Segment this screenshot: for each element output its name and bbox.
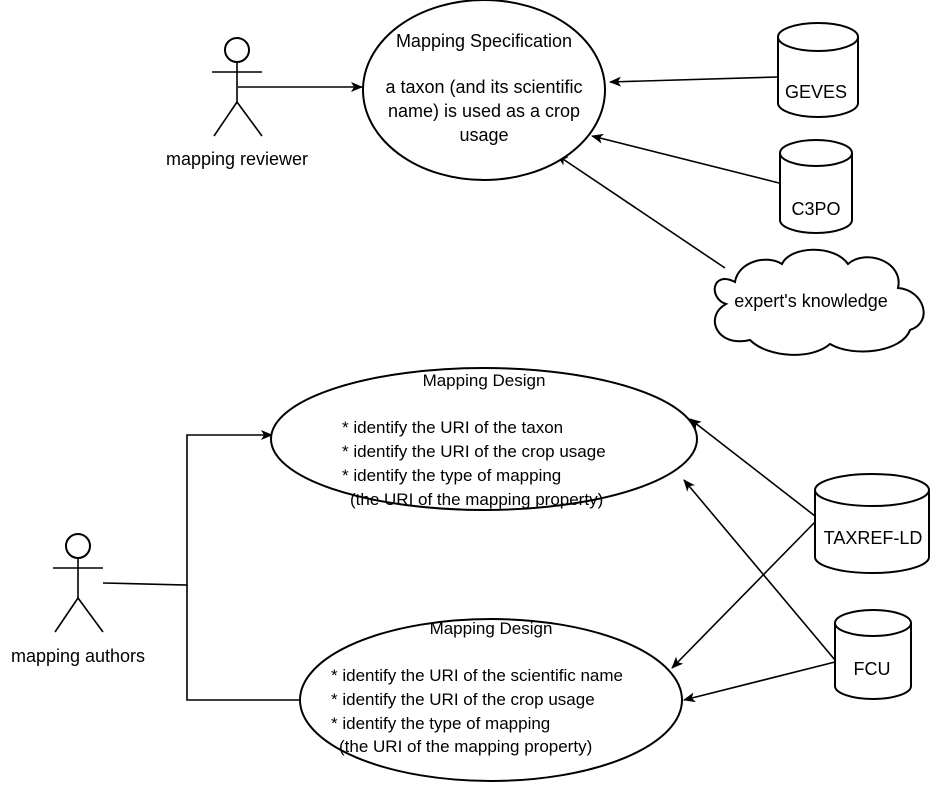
usecase-text-line: a taxon (and its scientific bbox=[385, 77, 582, 97]
usecase-text-line: usage bbox=[459, 125, 508, 145]
usecase-text-line: name) is used as a crop bbox=[388, 101, 580, 121]
edge-fcu-to-design1 bbox=[683, 479, 836, 661]
usecase-text-line: * identify the URI of the scientific nam… bbox=[331, 666, 623, 685]
actor-left-leg bbox=[54, 597, 79, 633]
actor-head bbox=[224, 37, 250, 63]
cloud-label: expert's knowledge bbox=[734, 291, 888, 311]
database-cylinder-body bbox=[779, 153, 853, 234]
actor-label-authors: mapping authors bbox=[11, 646, 145, 666]
database-cylinder-top bbox=[834, 609, 912, 637]
database-cylinder-top bbox=[779, 139, 853, 167]
usecase-mapping-specification: Mapping Specification a taxon (and its s… bbox=[362, 0, 606, 181]
database-cylinder-body bbox=[834, 623, 912, 700]
actor-right-leg bbox=[77, 597, 104, 633]
database-label: TAXREF-LD bbox=[824, 528, 923, 548]
database-label: GEVES bbox=[785, 82, 847, 102]
usecase-text-line: * identify the URI of the crop usage bbox=[342, 442, 606, 461]
usecase-ellipse bbox=[270, 367, 698, 511]
database-geves: GEVES bbox=[777, 22, 859, 118]
usecase-text-line: * identify the URI of the crop usage bbox=[331, 690, 595, 709]
actor-label-reviewer: mapping reviewer bbox=[166, 149, 308, 169]
actor-mapping-reviewer: mapping reviewer bbox=[166, 37, 308, 169]
database-cylinder-body bbox=[777, 37, 859, 118]
usecase-text-line: * identify the type of mapping bbox=[331, 714, 550, 733]
usecase-ellipse bbox=[299, 618, 683, 782]
actor-head bbox=[65, 533, 91, 559]
edge-taxref-to-design2 bbox=[671, 521, 816, 669]
database-label: FCU bbox=[854, 659, 891, 679]
actor-right-leg bbox=[236, 101, 263, 137]
actor-mapping-authors: mapping authors bbox=[11, 533, 145, 666]
database-c3po: C3PO bbox=[779, 139, 853, 234]
usecase-title: Mapping Design bbox=[423, 371, 546, 390]
cloud-expert-knowledge: expert's knowledge bbox=[713, 248, 925, 356]
usecase-mapping-design-2: Mapping Design * identify the URI of the… bbox=[299, 618, 683, 782]
actor-left-leg bbox=[213, 101, 238, 137]
edge-fcu-to-design2 bbox=[683, 661, 836, 703]
database-cylinder-top bbox=[777, 22, 859, 52]
usecase-text-line: (the URI of the mapping property) bbox=[339, 737, 592, 756]
edge-geves-to-spec bbox=[609, 76, 779, 87]
connectors bbox=[102, 76, 836, 705]
database-fcu: FCU bbox=[834, 609, 912, 700]
database-taxref-ld: TAXREF-LD bbox=[814, 473, 930, 574]
database-cylinder-body bbox=[814, 490, 930, 574]
edge-authors-to-design2 bbox=[186, 585, 313, 705]
edge-authors-to-design1 bbox=[102, 430, 273, 586]
database-cylinder-top bbox=[814, 473, 930, 507]
usecase-text-line: * identify the URI of the taxon bbox=[342, 418, 563, 437]
usecase-ellipse bbox=[362, 0, 606, 181]
edge-c3po-to-spec bbox=[591, 133, 780, 184]
usecase-text-line: * identify the type of mapping bbox=[342, 466, 561, 485]
usecase-title: Mapping Specification bbox=[396, 31, 572, 51]
edge-expert-to-spec bbox=[556, 154, 726, 269]
usecase-title: Mapping Design bbox=[430, 619, 553, 638]
database-label: C3PO bbox=[791, 199, 840, 219]
usecase-text-line: (the URI of the mapping property) bbox=[350, 490, 603, 509]
cloud-shape bbox=[713, 248, 925, 356]
usecase-mapping-design-1: Mapping Design * identify the URI of the… bbox=[270, 367, 698, 511]
edge-taxref-to-design1 bbox=[689, 418, 816, 517]
